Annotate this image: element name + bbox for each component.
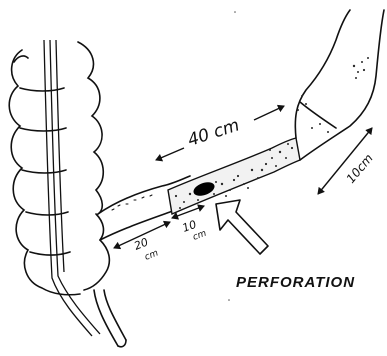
paper-specks: [228, 11, 236, 301]
small-bowel-distal: [295, 10, 384, 160]
ascending-colon: [9, 42, 103, 295]
label-20-unit: cm: [143, 248, 160, 262]
appendix: [94, 290, 126, 347]
label-40cm: 40 cm: [185, 115, 242, 150]
mesentery-vessels: [44, 40, 100, 336]
distal-stipple: [297, 57, 369, 133]
perforation-label: PERFORATION: [236, 274, 355, 291]
pointer-arrow-icon: [216, 200, 268, 254]
